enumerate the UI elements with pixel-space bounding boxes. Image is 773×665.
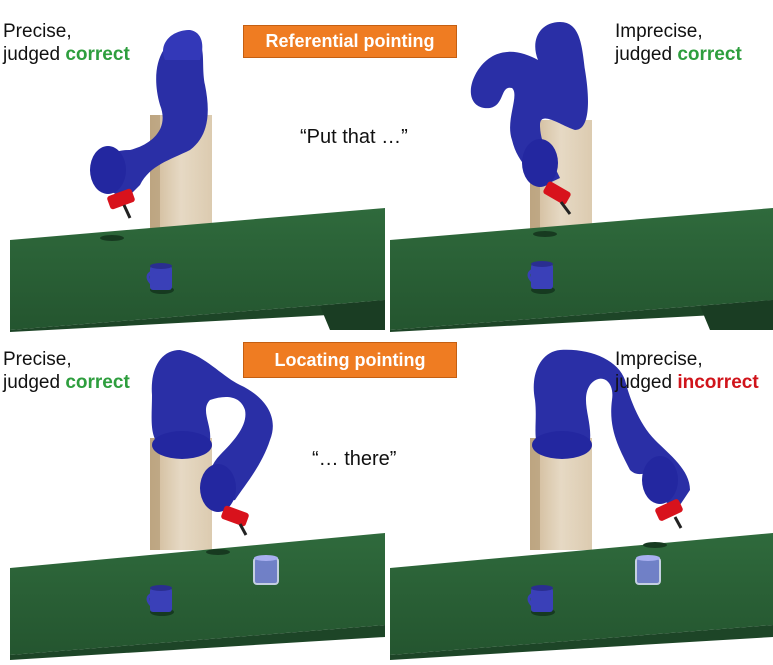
panel-top-left-scene	[10, 30, 385, 332]
robot-arm	[90, 30, 208, 197]
mug	[146, 585, 174, 616]
panel-top-right-scene	[390, 22, 773, 332]
panel-label-top-left: Precise, judged correct	[3, 20, 130, 66]
panel-label-bottom-left: Precise, judged correct	[3, 348, 130, 394]
table-top	[10, 533, 385, 655]
verdict-text: correct	[65, 372, 130, 393]
judged-text: judged	[615, 372, 678, 393]
ghost-mug-target	[635, 555, 661, 585]
precision-text: Imprecise,	[615, 349, 703, 370]
precision-text: Precise,	[3, 349, 72, 370]
panel-bottom-right-scene	[390, 349, 773, 660]
mug	[527, 585, 555, 616]
precision-text: Precise,	[3, 21, 72, 42]
mug	[146, 263, 174, 294]
panel-bottom-left-scene	[10, 350, 385, 660]
speech-quote-top: “Put that …”	[300, 126, 408, 148]
table-top	[390, 533, 773, 655]
speech-quote-bottom: “… there”	[312, 448, 397, 470]
banner-locating-pointing: Locating pointing	[243, 342, 457, 378]
robot-arm	[470, 22, 588, 187]
table-top	[390, 208, 773, 330]
verdict-text: correct	[65, 44, 130, 65]
mug	[527, 261, 555, 294]
robot-arm	[151, 350, 273, 512]
judged-text: judged	[3, 372, 66, 393]
gripper	[655, 499, 683, 529]
robot-arm	[532, 349, 690, 506]
verdict-text: incorrect	[677, 372, 759, 393]
verdict-text: correct	[677, 44, 742, 65]
judged-text: judged	[615, 44, 678, 65]
ghost-mug-target	[253, 555, 279, 585]
gripper	[107, 188, 135, 219]
gripper	[221, 505, 249, 536]
gripper	[543, 181, 572, 215]
precision-text: Imprecise,	[615, 21, 703, 42]
banner-referential-pointing: Referential pointing	[243, 25, 457, 58]
panel-label-bottom-right: Imprecise, judged incorrect	[615, 348, 759, 394]
judged-text: judged	[3, 44, 66, 65]
panel-label-top-right: Imprecise, judged correct	[615, 20, 742, 66]
